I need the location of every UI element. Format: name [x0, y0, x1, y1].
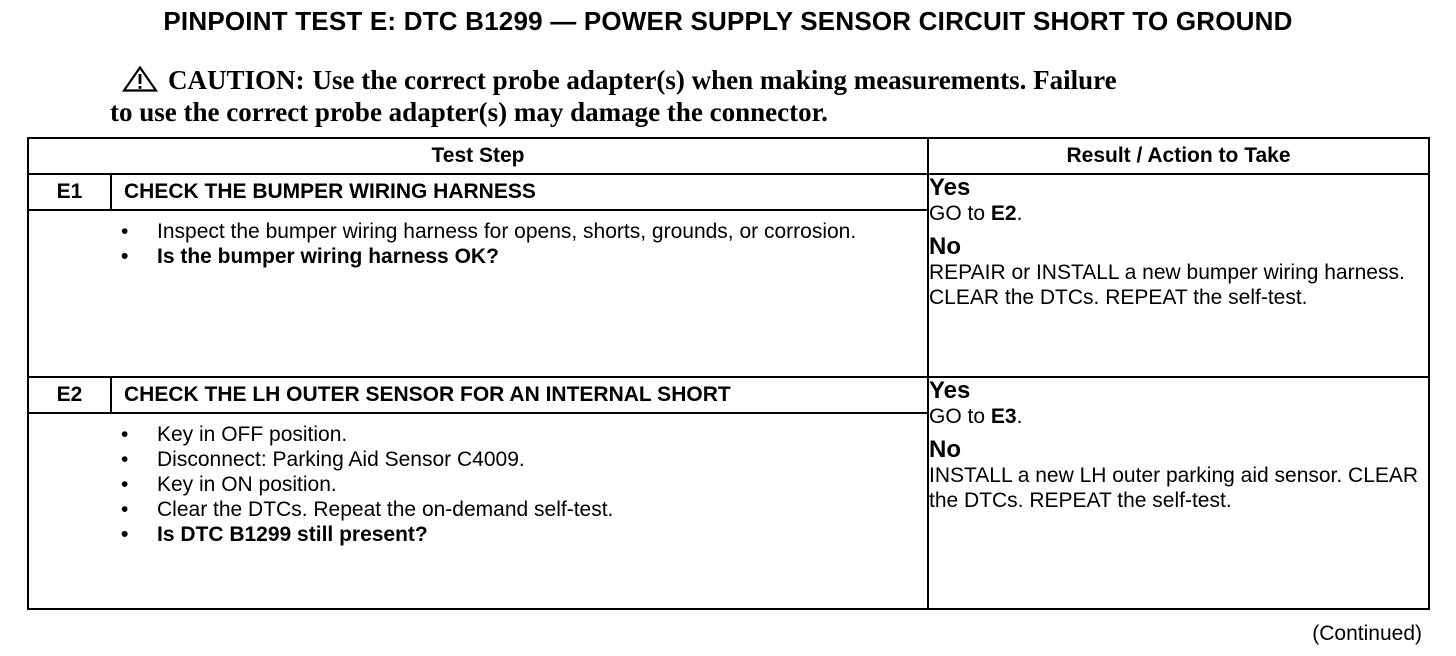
- result-cell: Yes GO to E2. No REPAIR or INSTALL a new…: [927, 173, 1430, 378]
- instruction-item: Key in ON position.: [121, 472, 907, 497]
- result-yes-action: GO to E2.: [929, 202, 1023, 225]
- page-title: PINPOINT TEST E: DTC B1299 — POWER SUPPL…: [163, 6, 1293, 36]
- step-detail-row-e2: Key in OFF position. Disconnect: Parking…: [27, 412, 1429, 610]
- step-question: Is the bumper wiring harness OK?: [121, 244, 907, 269]
- result-cell: Yes GO to E3. No INSTALL a new LH outer …: [927, 376, 1430, 610]
- result-yes-label: Yes: [929, 174, 971, 201]
- warning-triangle-icon: [122, 66, 158, 92]
- step-title: CHECK THE LH OUTER SENSOR FOR AN INTERNA…: [110, 376, 929, 414]
- step-detail: Key in OFF position. Disconnect: Parking…: [111, 412, 929, 610]
- step-detail: Inspect the bumper wiring harness for op…: [111, 209, 929, 378]
- result-no-action: INSTALL a new LH outer parking aid senso…: [929, 464, 1419, 512]
- caution-note: CAUTION:Use the correct probe adapter(s)…: [110, 64, 1330, 128]
- result-yes-label: Yes: [929, 377, 971, 404]
- header-test-step: Test Step: [27, 137, 929, 175]
- result-no-action: REPAIR or INSTALL a new bumper wiring ha…: [929, 261, 1405, 309]
- result-no-label: No: [929, 233, 961, 260]
- caution-text-line1: Use the correct probe adapter(s) when ma…: [312, 65, 1117, 95]
- step-reference: E3: [990, 405, 1017, 428]
- step-reference: E2: [990, 202, 1017, 225]
- caution-label: CAUTION:: [168, 65, 305, 95]
- instruction-item: Disconnect: Parking Aid Sensor C4009.: [121, 447, 907, 472]
- step-row-e2: E2 CHECK THE LH OUTER SENSOR FOR AN INTE…: [27, 376, 1430, 610]
- step-code: E2: [27, 376, 112, 414]
- instruction-item: Inspect the bumper wiring harness for op…: [121, 219, 907, 244]
- result-yes-action: GO to E3.: [929, 405, 1023, 428]
- step-question: Is DTC B1299 still present?: [121, 522, 907, 547]
- step-instructions: Inspect the bumper wiring harness for op…: [111, 211, 927, 269]
- continued-note: (Continued): [1312, 622, 1422, 645]
- header-result-action: Result / Action to Take: [927, 137, 1430, 175]
- pinpoint-test-table: Test Step Result / Action to Take E1 CHE…: [27, 137, 1430, 610]
- step-detail-row-e1: Inspect the bumper wiring harness for op…: [27, 209, 1429, 378]
- result-no-label: No: [929, 436, 961, 463]
- step-row-e1: E1 CHECK THE BUMPER WIRING HARNESS Yes G…: [27, 173, 1430, 378]
- caution-text-line2: to use the correct probe adapter(s) may …: [110, 97, 828, 127]
- step-code: E1: [27, 173, 112, 211]
- instruction-item: Key in OFF position.: [121, 422, 907, 447]
- table-header-row: Test Step Result / Action to Take: [27, 137, 1430, 175]
- step-title: CHECK THE BUMPER WIRING HARNESS: [110, 173, 929, 211]
- instruction-item: Clear the DTCs. Repeat the on-demand sel…: [121, 497, 907, 522]
- step-instructions: Key in OFF position. Disconnect: Parking…: [111, 414, 927, 547]
